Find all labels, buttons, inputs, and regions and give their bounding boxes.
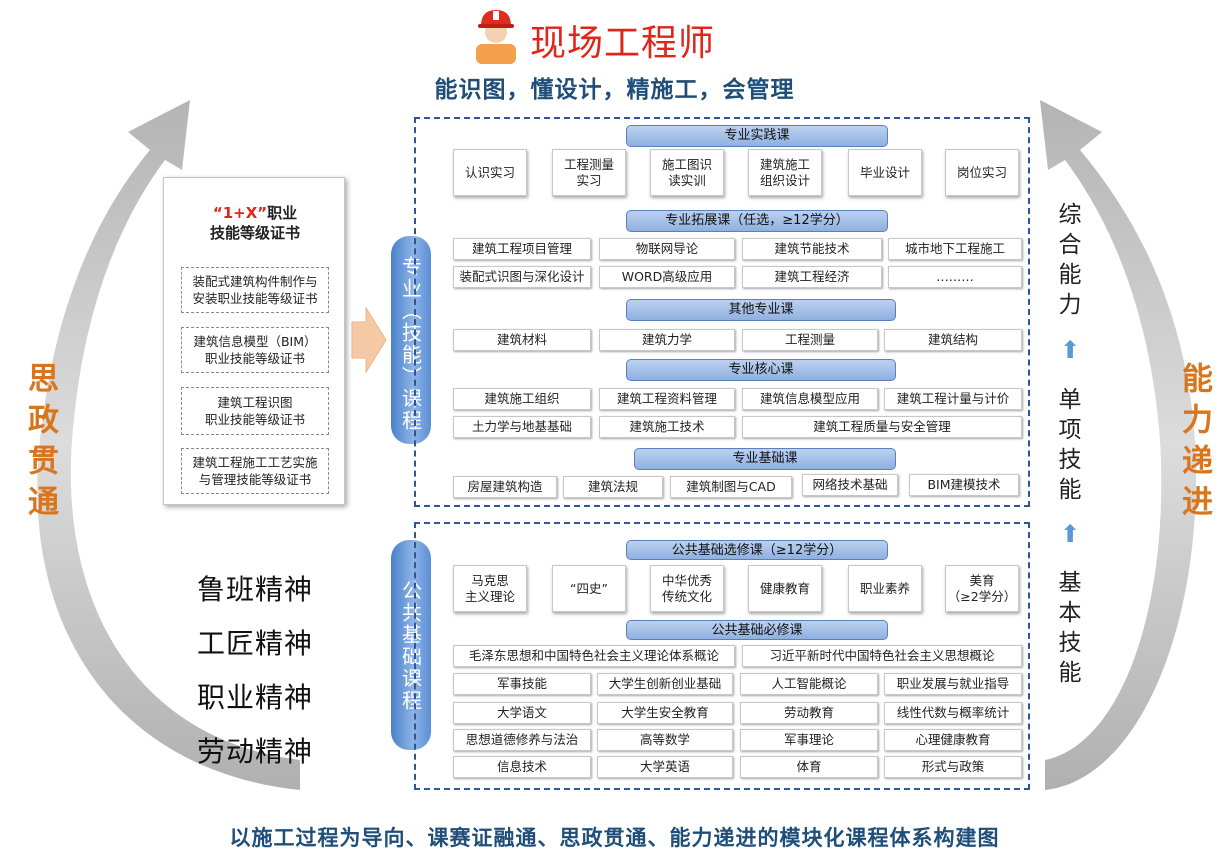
cert-title-rest: 职业 — [267, 204, 298, 222]
elective-course: 职业素养 — [848, 565, 922, 612]
spirit-text: 工匠精神 — [197, 627, 314, 660]
required-course: 高等数学 — [597, 729, 733, 751]
core-course: 建筑工程质量与安全管理 — [742, 416, 1022, 438]
engineer-hardhat-icon — [470, 4, 522, 64]
band-other: 其他专业课 — [626, 299, 896, 321]
extension-course: WORD高级应用 — [599, 266, 735, 288]
practice-course: 建筑施工 组织设计 — [748, 149, 822, 196]
core-course: 建筑信息模型应用 — [742, 388, 878, 410]
elective-course: 美育 （≥2学分） — [945, 565, 1019, 612]
cert-title-quote: “1+X” — [212, 204, 268, 222]
pill-public-courses: 公共基础课程 — [391, 540, 431, 750]
required-course: 毛泽东思想和中国特色社会主义理论体系概论 — [453, 645, 735, 667]
practice-course: 工程测量 实习 — [552, 149, 626, 196]
cert-title: “1+X”职业 技能等级证书 — [164, 203, 346, 243]
required-course: 军事理论 — [740, 729, 878, 751]
required-course: 职业发展与就业指导 — [884, 673, 1022, 695]
cert-title-line2: 技能等级证书 — [209, 224, 300, 242]
left-arrow-label: 思政贯通 — [22, 362, 58, 526]
cert-item: 装配式建筑构件制作与 安装职业技能等级证书 — [181, 267, 329, 313]
required-course: 习近平新时代中国特色社会主义思想概论 — [742, 645, 1022, 667]
cert-item: 建筑信息模型（BIM） 职业技能等级证书 — [181, 327, 329, 373]
elective-course: 中华优秀 传统文化 — [650, 565, 724, 612]
cert-item: 建筑工程施工工艺实施 与管理技能等级证书 — [181, 448, 329, 494]
core-course: 土力学与地基基础 — [453, 416, 591, 438]
required-course: 大学生创新创业基础 — [597, 673, 733, 695]
other-course: 建筑结构 — [884, 329, 1022, 351]
elective-course: 健康教育 — [748, 565, 822, 612]
page-title: 现场工程师 — [530, 23, 716, 64]
required-course: 形式与政策 — [884, 756, 1022, 778]
level-bot: 基本技能 — [1058, 570, 1082, 686]
up-arrow-icon: ⬆ — [1060, 336, 1081, 364]
right-arrow-label: 能力递进 — [1176, 362, 1212, 526]
extension-course: 建筑工程经济 — [742, 266, 882, 288]
required-course: 大学生安全教育 — [597, 702, 733, 724]
other-course: 建筑材料 — [453, 329, 591, 351]
spirit-text: 职业精神 — [197, 681, 314, 714]
up-arrow-icon: ⬆ — [1060, 520, 1081, 548]
footer-caption: 以施工过程为导向、课赛证融通、思政贯通、能力递进的模块化课程体系构建图 — [229, 826, 1000, 850]
band-extension: 专业拓展课（任选，≥12学分） — [626, 210, 888, 232]
basic-course: 网络技术基础 — [802, 474, 898, 496]
required-course: 大学英语 — [597, 756, 733, 778]
public-section — [414, 522, 1030, 790]
practice-course: 岗位实习 — [945, 149, 1019, 196]
level-top: 综合能力 — [1058, 202, 1082, 318]
required-course: 劳动教育 — [740, 702, 878, 724]
left-arc-arrow — [37, 100, 300, 790]
required-course: 思想道德修养与法治 — [453, 729, 591, 751]
elective-course: “四史” — [552, 565, 626, 612]
required-course: 体育 — [740, 756, 878, 778]
practice-course: 施工图识 读实训 — [650, 149, 724, 196]
band-practice: 专业实践课 — [626, 125, 888, 147]
pill-professional-courses: 专业（技能）课程 — [391, 236, 431, 444]
other-course: 工程测量 — [742, 329, 878, 351]
professional-section — [414, 117, 1030, 507]
page-subtitle: 能识图，懂设计，精施工，会管理 — [434, 77, 795, 103]
core-course: 建筑施工组织 — [453, 388, 591, 410]
right-pointer-arrow — [351, 306, 387, 374]
right-arc-arrow — [1040, 100, 1197, 790]
band-basic: 专业基础课 — [634, 448, 896, 470]
required-course: 信息技术 — [453, 756, 591, 778]
required-course: 线性代数与概率统计 — [884, 702, 1022, 724]
basic-course: 建筑法规 — [563, 476, 663, 498]
practice-course: 毕业设计 — [848, 149, 922, 196]
pill-public-label: 公共基础课程 — [398, 580, 423, 712]
level-mid: 单项技能 — [1058, 387, 1082, 503]
extension-course: 城市地下工程施工 — [888, 238, 1022, 260]
band-public-required: 公共基础必修课 — [626, 620, 888, 640]
core-course: 建筑工程资料管理 — [599, 388, 735, 410]
band-core: 专业核心课 — [626, 359, 896, 381]
required-course: 大学语文 — [453, 702, 591, 724]
pill-professional-label: 专业（技能）课程 — [398, 256, 423, 432]
extension-course: 装配式识图与深化设计 — [453, 266, 591, 288]
spirit-text: 劳动精神 — [197, 735, 314, 768]
elective-course: 马克思 主义理论 — [453, 565, 527, 612]
extension-course: ……… — [888, 266, 1022, 288]
extension-course: 建筑工程项目管理 — [453, 238, 591, 260]
other-course: 建筑力学 — [599, 329, 735, 351]
practice-course: 认识实习 — [453, 149, 527, 196]
extension-course: 建筑节能技术 — [742, 238, 882, 260]
required-course: 心理健康教育 — [884, 729, 1022, 751]
core-course: 建筑施工技术 — [599, 416, 735, 438]
spirit-text: 鲁班精神 — [197, 573, 314, 606]
required-course: 军事技能 — [453, 673, 591, 695]
extension-course: 物联网导论 — [599, 238, 735, 260]
basic-course: 建筑制图与CAD — [670, 476, 792, 498]
band-public-elective: 公共基础选修课（≥12学分） — [626, 540, 888, 560]
basic-course: BIM建模技术 — [909, 474, 1019, 496]
cert-item: 建筑工程识图 职业技能等级证书 — [181, 387, 329, 435]
basic-course: 房屋建筑构造 — [453, 476, 557, 498]
required-course: 人工智能概论 — [740, 673, 878, 695]
cert-panel: “1+X”职业 技能等级证书 装配式建筑构件制作与 安装职业技能等级证书 建筑信… — [163, 177, 345, 505]
core-course: 建筑工程计量与计价 — [884, 388, 1022, 410]
